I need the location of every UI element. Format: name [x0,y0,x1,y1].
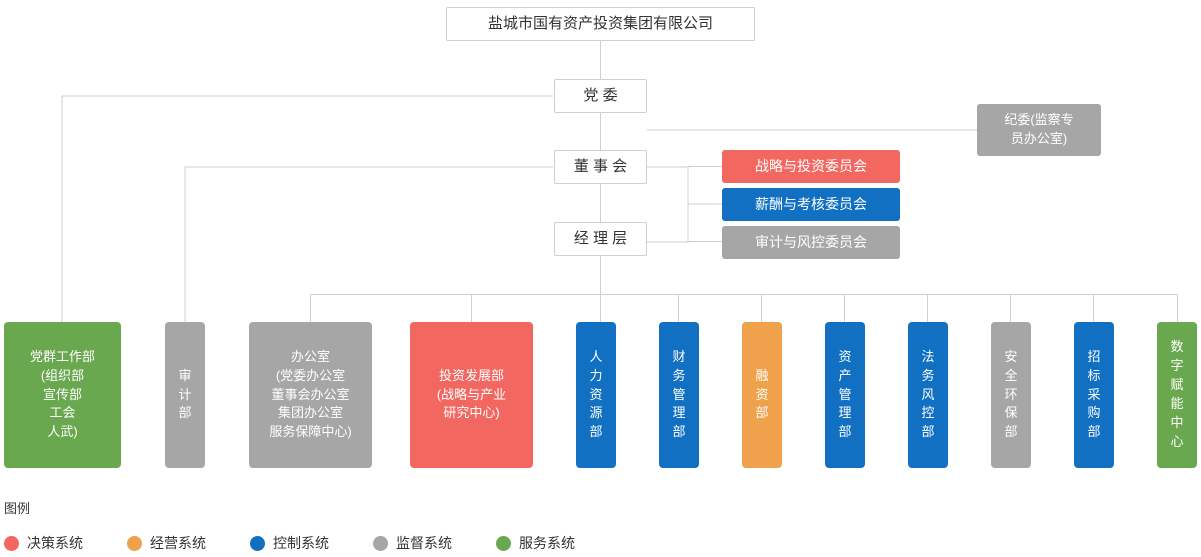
legend-dot-service [496,535,511,551]
dept-general-office[interactable]: 办公室 (党委办公室 董事会办公室 集团办公室 服务保障中心) [249,322,372,468]
node-committee-compensation-assessment[interactable]: 薪酬与考核委员会 [722,188,900,221]
node-discipline-inspection[interactable]: 纪委(监察专 员办公室) [977,104,1101,156]
legend-item-supervision: 监督系统 [373,533,452,553]
dept-legal-risk-control[interactable]: 法 务 风 控 部 [908,322,948,468]
node-committee-audit-risk[interactable]: 审计与风控委员会 [722,226,900,259]
legend-label-operation: 经营系统 [150,535,206,551]
dept-digital-empowerment-center[interactable]: 数 字 赋 能 中 心 [1157,322,1197,468]
dept-financing[interactable]: 融 资 部 [742,322,782,468]
node-company-label: 盐城市国有资产投资集团有限公司 [487,15,713,33]
node-board-of-directors-label: 董 事 会 [573,158,628,176]
legend-item-decision: 决策系统 [4,533,83,553]
legend-dot-operation [127,535,142,551]
dept-human-resources[interactable]: 人 力 资 源 部 [576,322,616,468]
legend-label-service: 服务系统 [519,535,575,551]
legend-dot-control [250,535,265,551]
dept-party-mass-work-label: 党群工作部 (组织部 宣传部 工会 人武) [29,348,95,440]
node-board-of-directors[interactable]: 董 事 会 [554,150,647,184]
dept-financial-management-label: 财 务 管 理 部 [672,348,686,440]
dept-asset-management-label: 资 产 管 理 部 [838,348,852,440]
dept-investment-development-label: 投资发展部 (战略与产业 研究中心) [436,367,507,421]
dept-legal-risk-control-label: 法 务 风 控 部 [921,348,935,440]
node-management-layer[interactable]: 经 理 层 [554,222,647,256]
dept-bidding-procurement[interactable]: 招 标 采 购 部 [1074,322,1114,468]
dept-safety-environment[interactable]: 安 全 环 保 部 [991,322,1031,468]
dept-investment-development[interactable]: 投资发展部 (战略与产业 研究中心) [410,322,533,468]
dept-audit[interactable]: 审 计 部 [165,322,205,468]
legend-item-service: 服务系统 [496,533,575,553]
dept-bidding-procurement-label: 招 标 采 购 部 [1087,348,1101,440]
dept-safety-environment-label: 安 全 环 保 部 [1004,348,1018,440]
node-discipline-inspection-label: 纪委(监察专 员办公室) [1004,112,1074,146]
dept-general-office-label: 办公室 (党委办公室 董事会办公室 集团办公室 服务保障中心) [269,348,352,440]
node-committee-strategy-investment-label: 战略与投资委员会 [755,158,867,175]
dept-party-mass-work[interactable]: 党群工作部 (组织部 宣传部 工会 人武) [4,322,121,468]
node-company[interactable]: 盐城市国有资产投资集团有限公司 [446,7,755,41]
node-party-committee-label: 党 委 [583,87,618,105]
dept-asset-management[interactable]: 资 产 管 理 部 [825,322,865,468]
node-committee-compensation-assessment-label: 薪酬与考核委员会 [755,196,867,213]
legend-label-control: 控制系统 [273,535,329,551]
legend-dot-decision [4,535,19,551]
legend: 决策系统 经营系统 控制系统 监督系统 服务系统 [0,533,619,553]
dept-financing-label: 融 资 部 [755,367,769,421]
legend-dot-supervision [373,535,388,551]
node-management-layer-label: 经 理 层 [573,230,628,248]
legend-label-decision: 决策系统 [27,535,83,551]
dept-human-resources-label: 人 力 资 源 部 [589,348,603,440]
legend-item-control: 控制系统 [250,533,329,553]
dept-financial-management[interactable]: 财 务 管 理 部 [659,322,699,468]
node-party-committee[interactable]: 党 委 [554,79,647,113]
legend-label-supervision: 监督系统 [396,535,452,551]
legend-item-operation: 经营系统 [127,533,206,553]
node-committee-audit-risk-label: 审计与风控委员会 [755,234,867,251]
legend-title: 图例 [4,501,31,516]
dept-audit-label: 审 计 部 [178,367,192,421]
dept-digital-empowerment-center-label: 数 字 赋 能 中 心 [1170,339,1184,449]
node-committee-strategy-investment[interactable]: 战略与投资委员会 [722,150,900,183]
